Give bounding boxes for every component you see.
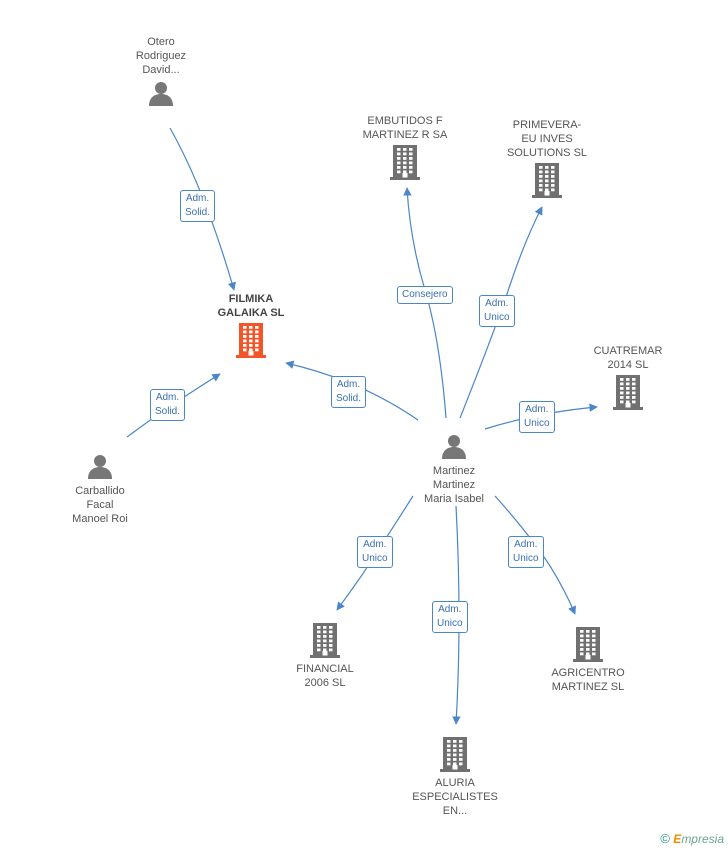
node-label: FILMIKA GALAIKA SL <box>217 293 285 319</box>
node-filmika[interactable]: FILMIKA GALAIKA SL <box>205 292 297 362</box>
copyright-icon: © <box>660 831 670 846</box>
building-icon <box>540 626 636 666</box>
node-label: Otero Rodriguez David... <box>135 36 187 76</box>
building-icon <box>405 736 505 776</box>
node-label: FINANCIAL 2006 SL <box>296 663 354 689</box>
building-icon <box>355 144 455 184</box>
node-primevera[interactable]: PRIMEVERA- EU INVES SOLUTIONS SL <box>497 118 597 202</box>
brand-logo: Empresia <box>673 832 724 846</box>
building-icon <box>497 162 597 202</box>
node-cuatremar[interactable]: CUATREMAR 2014 SL <box>580 344 676 414</box>
node-financial[interactable]: FINANCIAL 2006 SL <box>285 620 365 690</box>
node-label: Martinez Martinez Maria Isabel <box>424 465 484 505</box>
node-label: EMBUTIDOS F MARTINEZ R SA <box>362 115 448 141</box>
edge-label-martinez-primevera: Adm. Unico <box>479 295 515 327</box>
node-agricentro[interactable]: AGRICENTRO MARTINEZ SL <box>540 624 636 694</box>
edge-label-martinez-agricentro: Adm. Unico <box>508 536 544 568</box>
edge-label-carballido-filmika: Adm. Solid. <box>150 389 186 421</box>
building-icon <box>205 322 297 362</box>
edge-label-martinez-financial: Adm. Unico <box>357 536 393 568</box>
node-otero[interactable]: Otero Rodriguez David... <box>121 35 201 111</box>
footer-brand: © Empresia <box>660 831 724 846</box>
node-label: PRIMEVERA- EU INVES SOLUTIONS SL <box>506 119 588 159</box>
edge-label-otero-filmika: Adm. Solid. <box>180 190 216 222</box>
edge-label-martinez-aluria: Adm. Unico <box>432 601 468 633</box>
building-icon <box>580 374 676 414</box>
edge-label-martinez-embutidos: Consejero <box>397 286 453 304</box>
node-label: AGRICENTRO MARTINEZ SL <box>551 667 625 693</box>
node-aluria[interactable]: ALURIA ESPECIALISTES EN... <box>405 734 505 818</box>
edge-martinez-agricentro <box>494 495 576 615</box>
person-icon <box>121 79 201 111</box>
node-label: ALURIA ESPECIALISTES EN... <box>412 777 498 817</box>
edge-label-martinez-filmika: Adm. Solid. <box>331 376 367 408</box>
node-martinez[interactable]: Martinez Martinez Maria Isabel <box>405 430 503 506</box>
person-icon <box>55 452 145 484</box>
building-icon <box>285 622 365 662</box>
edge-martinez-primevera <box>459 206 543 419</box>
node-carballido[interactable]: Carballido Facal Manoel Roi <box>55 450 145 526</box>
person-icon <box>405 432 503 464</box>
edge-martinez-financial <box>336 495 414 611</box>
node-embutidos[interactable]: EMBUTIDOS F MARTINEZ R SA <box>355 114 455 184</box>
edge-label-martinez-cuatremar: Adm. Unico <box>519 401 555 433</box>
node-label: CUATREMAR 2014 SL <box>593 345 663 371</box>
node-label: Carballido Facal Manoel Roi <box>72 485 128 525</box>
